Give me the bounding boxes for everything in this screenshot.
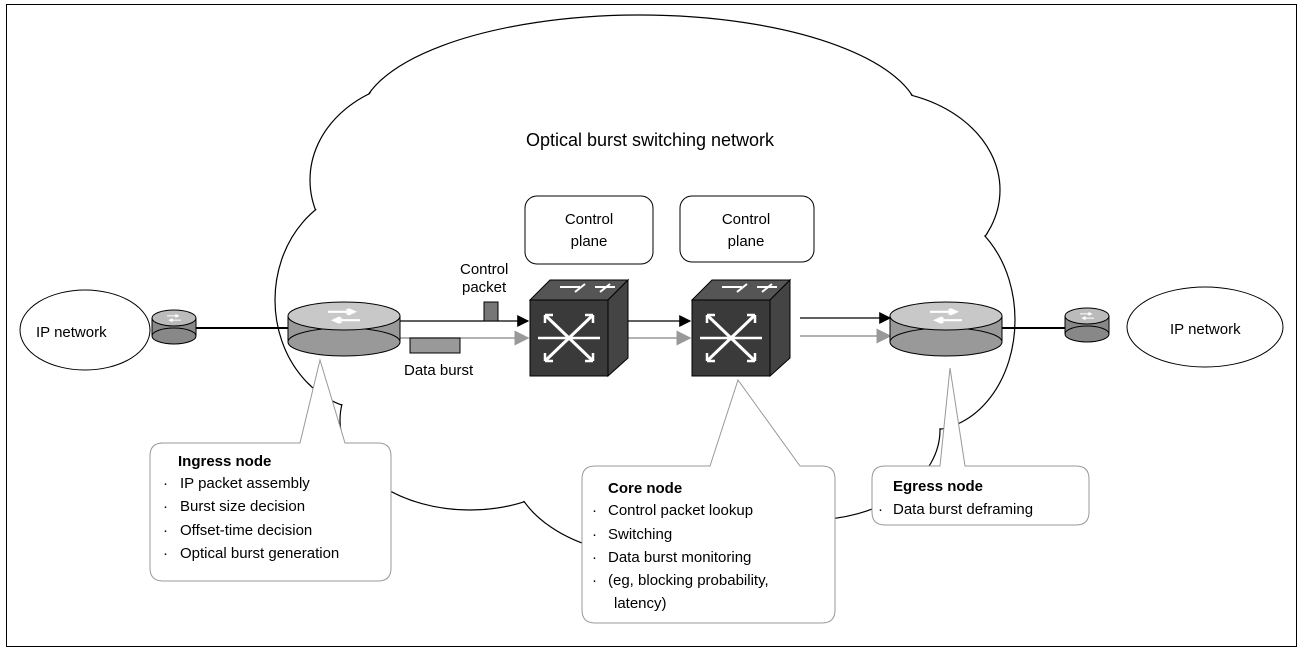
control-plane-box-1 [524,195,654,265]
ingress-item: IP packet assembly [180,475,310,492]
control-plane-1-line2: plane [571,233,608,250]
core-title: Core node [608,480,682,497]
core-item: Switching [608,526,672,543]
egress-callout [871,367,1090,526]
core-items: · Control packet lookup · Switching · Da… [592,502,769,612]
ingress-router [287,301,401,357]
diagram-frame [6,4,1297,647]
ip-network-left-label: IP network [36,324,107,341]
egress-router [889,301,1003,357]
core-item: (eg, blocking probability, [608,572,769,589]
egress-item: Data burst deframing [893,501,1033,518]
ingress-bullet: · [163,545,168,562]
control-plane-box-2 [679,195,815,263]
core-bullet: · [592,549,597,566]
ip-network-right-label: IP network [1170,321,1241,338]
ip-router-right [1064,307,1110,343]
ingress-items: · IP packet assembly · Burst size decisi… [163,475,339,562]
ingress-bullet: · [163,475,168,492]
data-burst-label: Data burst [404,362,474,379]
control-plane-1-line1: Control [565,211,613,228]
control-packet-label-1: Control [460,261,508,278]
control-packet-block [483,301,499,322]
ingress-bullet: · [163,498,168,515]
core-bullet: · [592,526,597,543]
network-title: Optical burst switching network [526,130,775,150]
ingress-item: Burst size decision [180,498,305,515]
control-packet-label-2: packet [462,279,507,296]
ip-cloud-left [19,289,151,371]
core-item: Control packet lookup [608,502,753,519]
data-burst-block [409,337,461,354]
control-plane-2-line1: Control [722,211,770,228]
core-item: latency) [614,595,667,612]
ip-cloud-right [1126,286,1284,368]
core-callout [581,378,836,624]
control-plane-2-line2: plane [728,233,765,250]
core-switch-2 [690,278,792,378]
core-bullet: · [592,572,597,589]
ip-router-left [151,309,197,345]
ingress-title: Ingress node [178,453,271,470]
core-switch-1 [528,278,630,378]
egress-title: Egress node [893,478,983,495]
egress-bullet: · [878,501,883,518]
ingress-item: Optical burst generation [180,545,339,562]
ingress-item: Offset-time decision [180,522,312,539]
core-bullet: · [592,502,597,519]
core-item: Data burst monitoring [608,549,751,566]
ingress-bullet: · [163,522,168,539]
ingress-callout [149,358,392,582]
